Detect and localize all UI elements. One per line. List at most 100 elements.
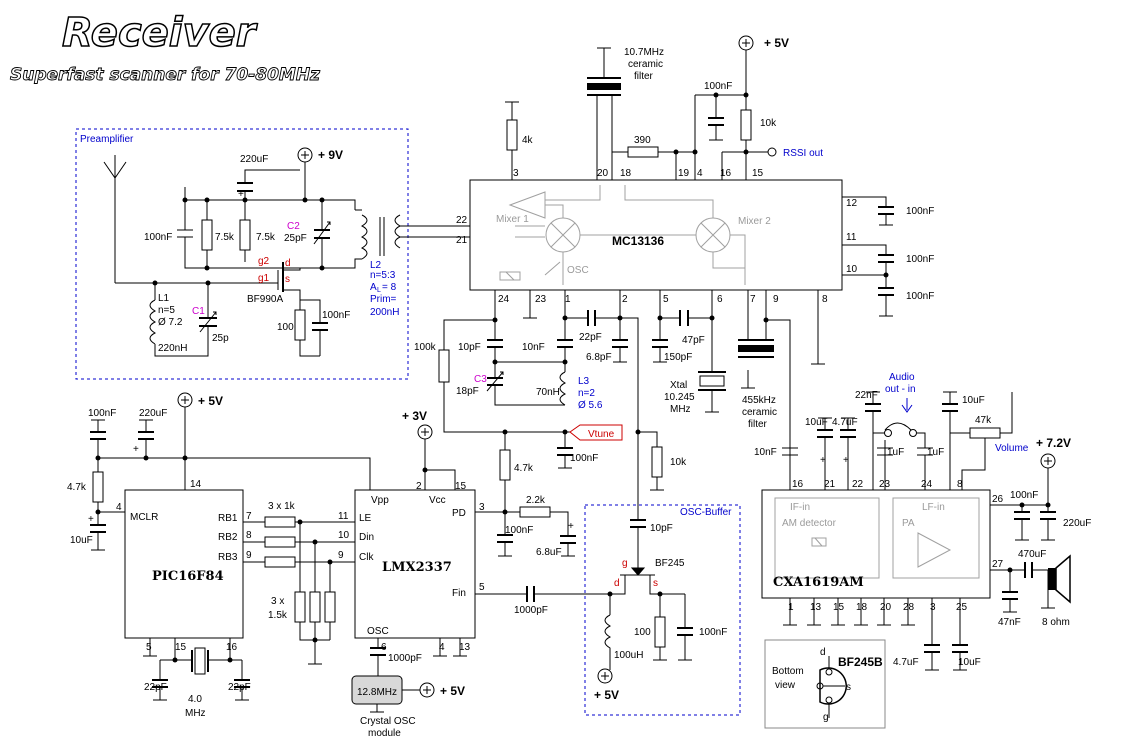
lmx-pin-11: 11 (338, 511, 349, 522)
pic-pin-14: 14 (190, 479, 202, 490)
mc-pin-21: 21 (456, 235, 468, 246)
buffer-cap-100nf-label: 100nF (699, 627, 727, 638)
mixer1-label: Mixer 1 (496, 214, 529, 225)
cxa-cap-4u7-b-label: 4.7uF (893, 657, 919, 668)
bottom-view-line2: view (775, 680, 796, 691)
power-5v-xo-label: + 5V (440, 684, 465, 698)
lmx-vcc: Vcc (429, 495, 446, 506)
lmx-osc: OSC (367, 626, 389, 637)
mc-pin-9: 9 (773, 294, 779, 305)
filter-455-line2: ceramic (742, 407, 777, 418)
power-7v2: + 7.2V (1036, 436, 1071, 469)
cxa-pin-21: 21 (824, 479, 836, 490)
res-3x1k5-line1: 3 x (271, 596, 284, 607)
rssi-out-label: RSSI out (783, 148, 823, 159)
pic-cap-100nf-label: 100nF (88, 408, 116, 419)
pic-pin-8: 8 (246, 530, 252, 541)
cap-22pf-label: 22pF (579, 332, 602, 343)
l1-name: L1 (158, 293, 170, 304)
l2-al-sub: L (377, 287, 381, 294)
cxa-lf-in: LF-in (922, 502, 945, 513)
cxa-pin-8: 8 (957, 479, 963, 490)
pic-cap-22pf-b-label: 22pF (228, 682, 251, 693)
plus-sign: + (820, 455, 826, 466)
cxa-cap-220uf-label: 220uF (1063, 518, 1091, 529)
cxa-pin-26: 26 (992, 494, 1004, 505)
audio-line1: Audio (889, 372, 915, 383)
lmx-fin: Fin (452, 588, 466, 599)
ceramic-filter-455khz: 455kHz ceramic filter (738, 290, 791, 448)
lmx-din: Din (359, 532, 374, 543)
power-5v-top: + 5V (738, 35, 789, 51)
lmx2337-chip: LMX2337 Vpp Vcc LE Din Clk PD Fin OSC 2 … (338, 481, 485, 653)
lmx-le: LE (359, 513, 372, 524)
vtune-tag[interactable]: Vtune (569, 424, 623, 441)
mc-pin11-cap-label: 100nF (906, 254, 934, 265)
preamplifier-label: Preamplifier (80, 134, 134, 145)
drain-label: d (285, 258, 291, 269)
lmx-pin-3: 3 (479, 502, 485, 513)
c2-value: 25pF (284, 233, 307, 244)
pre-cap-100nf-label: 100nF (144, 232, 172, 243)
lmx-osc-cap-label: 1000pF (388, 653, 422, 664)
pic-cap-10uf-label: 10uF (70, 535, 93, 546)
pic-pin-16: 16 (226, 642, 238, 653)
pic-pin-5: 5 (146, 642, 152, 653)
pic-mclr: MCLR (130, 512, 158, 523)
plus-sign: + (133, 444, 139, 455)
mc-osc-label: OSC (567, 265, 589, 276)
mc-pin-2: 2 (622, 294, 628, 305)
cxa-cap-10uf-c-label: 10uF (958, 657, 981, 668)
bf245-gate-label: g (622, 558, 628, 569)
cxa1619am-label: CXA1619AM (773, 575, 864, 590)
mc-pin-15: 15 (752, 168, 764, 179)
l3-name: L3 (578, 376, 590, 387)
cxa-pin-24: 24 (921, 479, 933, 490)
pic-rb2: RB2 (218, 532, 238, 543)
pic-xtal-line2: MHz (185, 708, 206, 719)
mc-top-res-10k-label: 10k (760, 118, 777, 129)
power-9v-label: + 9V (318, 148, 343, 162)
mixer2-label: Mixer 2 (738, 216, 771, 227)
cxa-cap-100nf-label: 100nF (1010, 490, 1038, 501)
buffer-cap-10pf-label: 10pF (650, 523, 673, 534)
speaker-label: 8 ohm (1042, 617, 1070, 628)
fin-cap-label: 1000pF (514, 605, 548, 616)
cxa-cap-4u7-a-label: 4.7uF (832, 417, 858, 428)
pic-pin-7: 7 (246, 511, 252, 522)
pic-pin-4: 4 (116, 502, 122, 513)
bf245b-d: d (820, 647, 826, 658)
l3-turns: n=2 (578, 388, 595, 399)
bf245b-g: g (823, 712, 829, 723)
xo-freq-label: 12.8MHz (357, 687, 397, 698)
l1-turns: n=5 (158, 305, 175, 316)
pic-rb3: RB3 (218, 552, 238, 563)
inductor-100uh-label: 100uH (614, 650, 643, 661)
pic-cap-22pf-a-label: 22pF (144, 682, 167, 693)
bottom-view-line1: Bottom (772, 666, 804, 677)
power-3v: + 3V (402, 409, 433, 440)
gate1-label: g1 (258, 273, 270, 284)
cap-47pf-label: 47pF (682, 335, 705, 346)
filter-10-7-line2: ceramic (628, 59, 663, 70)
mc-pin-7: 7 (750, 294, 756, 305)
cxa-pin-13: 13 (810, 602, 822, 613)
cap-6p8pf-label: 6.8pF (586, 352, 612, 363)
lmx-pin-15: 15 (455, 481, 467, 492)
mc-pin-20: 20 (597, 168, 609, 179)
c2-name: C2 (287, 221, 300, 232)
pic-res-4k7-label: 4.7k (67, 482, 87, 493)
osc-buffer-label: OSC-Buffer (680, 507, 732, 518)
filter-455-line1: 455kHz (742, 395, 776, 406)
res-100k-label: 100k (414, 342, 437, 353)
res-2k2-label: 2.2k (526, 495, 546, 506)
cxa-am-detector: AM detector (782, 518, 837, 529)
pic-cap-220uf-label: 220uF (139, 408, 167, 419)
mc-pin-24: 24 (498, 294, 510, 305)
c1-value: 25p (212, 333, 229, 344)
cxa-cap-470uf-label: 470uF (1018, 549, 1046, 560)
power-5v-top-label: + 5V (764, 36, 789, 50)
cap-10nf-label: 10nF (522, 342, 545, 353)
cxa-pin-18: 18 (856, 602, 868, 613)
antenna-symbol (103, 155, 127, 283)
